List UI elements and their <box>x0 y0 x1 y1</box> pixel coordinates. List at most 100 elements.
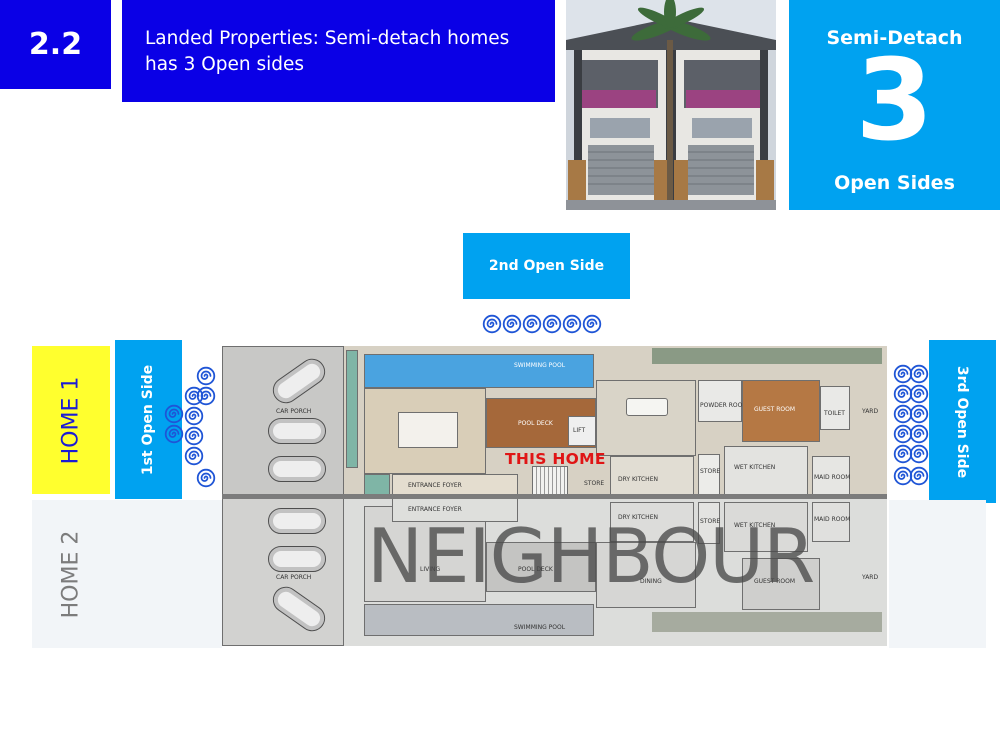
home-1-panel: HOME 1 <box>32 346 110 494</box>
spiral-wind-icon <box>196 366 216 386</box>
dining-label-neighbour: DINING <box>640 578 662 585</box>
guest-room-label-neighbour: GUEST ROOM <box>754 578 796 585</box>
neighbour-guest-room <box>742 558 820 610</box>
entrance-foyer-label: ENTRANCE FOYER <box>408 482 462 489</box>
building-photo <box>566 0 776 210</box>
lift <box>568 416 596 446</box>
neighbour-pool-deck <box>486 542 596 592</box>
spiral-wind-icon <box>184 406 204 426</box>
guest-room <box>742 380 820 442</box>
wet-kitchen-label-neighbour: WET KITCHEN <box>734 522 776 529</box>
maid-room-label-neighbour: MAID ROOM <box>814 516 851 523</box>
garden-strip <box>652 348 882 364</box>
wet-kitchen-label: WET KITCHEN <box>734 464 776 471</box>
neighbour-wet-kitchen <box>724 502 808 552</box>
car-porch-label-neighbour: CAR PORCH <box>276 574 312 581</box>
store-label-2: STORE <box>584 480 605 487</box>
store <box>698 454 720 496</box>
car-porch-label: CAR PORCH <box>276 408 312 415</box>
spiral-wind-icon <box>502 314 522 334</box>
living-label-neighbour: LIVING <box>420 566 441 573</box>
first-open-side-text: 1st Open Side <box>140 364 157 475</box>
spiral-wind-icon <box>184 446 204 466</box>
home-1-label: HOME 1 <box>58 376 84 464</box>
third-open-side-text: 3rd Open Side <box>954 365 971 478</box>
car <box>268 546 326 572</box>
badge-top-label: Semi-Detach <box>826 27 963 49</box>
semi-detach-badge: Semi-Detach 3 Open Sides <box>789 0 1000 210</box>
swimming-pool-label: SWIMMING POOL <box>514 362 566 369</box>
neighbour-label: NEIGHBOUR <box>367 512 815 600</box>
home-2-label-wrap: HOME 2 <box>32 500 110 648</box>
lift-label: LIFT <box>573 427 586 434</box>
spiral-wind-icon <box>909 404 929 424</box>
spiral-wind-icon <box>196 386 216 406</box>
dry-kitchen-label-neighbour: DRY KITCHEN <box>618 514 658 521</box>
building-illustration <box>566 0 776 210</box>
guest-room-label: GUEST ROOM <box>754 406 796 413</box>
swimming-pool-top <box>364 354 594 388</box>
spiral-wind-icon <box>164 424 184 444</box>
neighbour-maid-room <box>812 502 850 542</box>
spiral-wind-icon <box>909 364 929 384</box>
spiral-wind-icon <box>582 314 602 334</box>
sofa <box>398 412 458 448</box>
store-label-neighbour: STORE <box>700 518 721 525</box>
spiral-wind-icon <box>482 314 502 334</box>
third-open-side-label: 3rd Open Side <box>929 340 996 503</box>
home-2-label: HOME 2 <box>58 530 84 618</box>
dining-area <box>596 380 696 456</box>
pool-deck-label: POOL DECK <box>518 420 553 427</box>
neighbour-dry-kitchen <box>610 502 694 542</box>
entrance-foyer-label-neighbour: ENTRANCE FOYER <box>408 506 462 513</box>
neighbour-living <box>364 506 486 602</box>
badge-number: 3 <box>855 36 934 166</box>
spiral-wind-icon <box>522 314 542 334</box>
neighbour-entrance-foyer <box>392 498 518 522</box>
spiral-wind-icon <box>909 384 929 404</box>
spiral-wind-icon <box>562 314 582 334</box>
page-title: Landed Properties: Semi-detach homes has… <box>145 28 510 75</box>
section-number-text: 2.2 <box>28 27 83 62</box>
party-wall <box>222 494 887 499</box>
dry-kitchen <box>610 456 694 496</box>
toilet <box>820 386 850 430</box>
title-banner: Landed Properties: Semi-detach homes has… <box>122 0 555 102</box>
spiral-wind-icon <box>909 444 929 464</box>
floor-plan: CAR PORCH CAR PORCH SWIMMING POOL SWIMMI… <box>222 346 887 646</box>
spiral-wind-icon <box>164 404 184 424</box>
second-open-side-label: 2nd Open Side <box>463 233 630 299</box>
car <box>268 456 326 482</box>
dry-kitchen-label: DRY KITCHEN <box>618 476 658 483</box>
spiral-wind-icon <box>909 424 929 444</box>
powder-room <box>698 380 742 422</box>
spiral-wind-icon <box>196 468 216 488</box>
wet-kitchen <box>724 446 808 496</box>
neighbour-side-panel <box>889 500 986 648</box>
toilet-label: TOILET <box>824 410 845 417</box>
dining-table <box>626 398 668 416</box>
this-home-label: THIS HOME <box>505 450 606 468</box>
staircase <box>532 466 568 498</box>
car <box>268 418 326 444</box>
garden-strip-neighbour <box>652 612 882 632</box>
yard-label-neighbour: YARD <box>862 574 879 581</box>
badge-bottom-label: Open Sides <box>834 172 955 194</box>
maid-room-label: MAID ROOM <box>814 474 851 481</box>
neighbour-store <box>698 502 720 544</box>
swimming-pool-label-neighbour: SWIMMING POOL <box>514 624 566 631</box>
spiral-wind-icon <box>542 314 562 334</box>
section-number: 2.2 <box>0 0 111 89</box>
car <box>268 508 326 534</box>
home-2-panel: HOME 2 <box>32 500 222 648</box>
yard-label: YARD <box>862 408 879 415</box>
store-label: STORE <box>700 468 721 475</box>
neighbour-dining <box>596 542 696 608</box>
planter <box>346 350 358 468</box>
second-open-side-text: 2nd Open Side <box>488 258 605 274</box>
swimming-pool-bottom <box>364 604 594 636</box>
pool-deck-label-neighbour: POOL DECK <box>518 566 553 573</box>
spiral-wind-icon <box>184 426 204 446</box>
powder-room-label: POWDER ROOM <box>700 402 748 409</box>
spiral-wind-icon <box>909 466 929 486</box>
